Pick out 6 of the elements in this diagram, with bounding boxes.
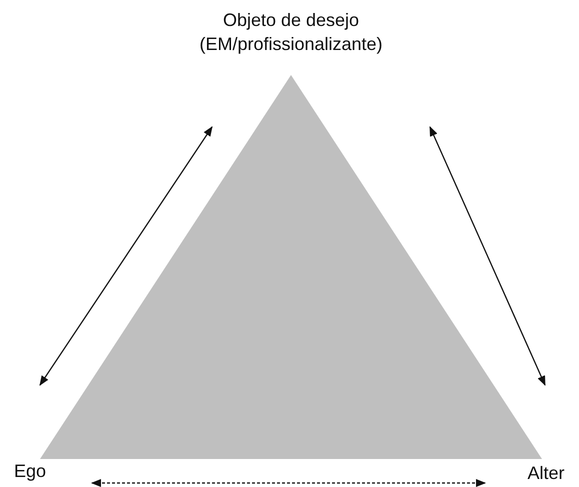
double-arrow <box>91 479 486 487</box>
double-arrow <box>39 126 213 386</box>
vertex-label: Ego <box>6 459 54 483</box>
double-arrow <box>429 126 546 386</box>
vertex-label: Alter <box>515 461 577 485</box>
vertex-label: Objeto de desejo (EM/profissionalizante) <box>185 8 397 56</box>
